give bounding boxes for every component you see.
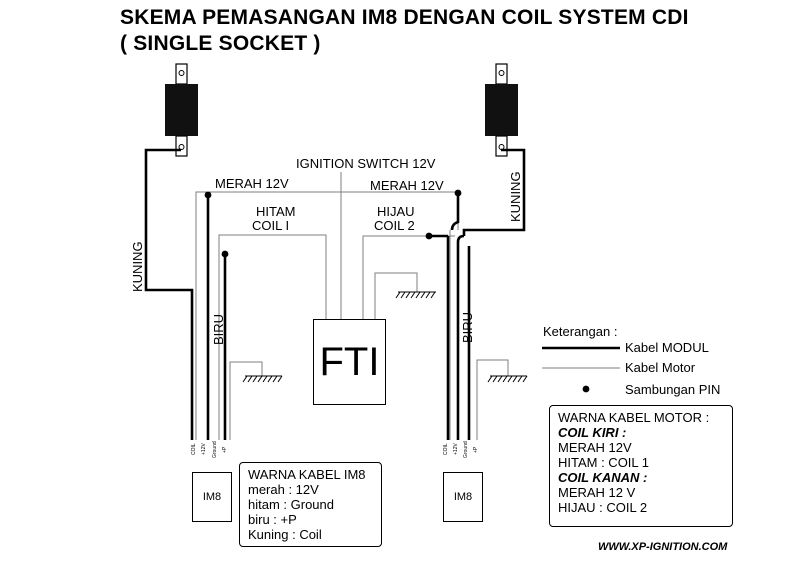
left-pin-coil: COIL xyxy=(191,443,197,455)
hitam-label: HITAM xyxy=(256,204,296,219)
im8-left: IM8 xyxy=(192,472,232,522)
biru-right-label: BIRU xyxy=(460,311,475,343)
page-title: SKEMA PEMASANGAN IM8 DENGAN COIL SYSTEM … xyxy=(120,6,689,29)
website-footer[interactable]: WWW.XP-IGNITION.COM xyxy=(598,541,728,553)
module-wires xyxy=(144,148,526,440)
biru-left-label: BIRU xyxy=(211,313,226,345)
coil-kiri-heading: COIL KIRI : xyxy=(558,425,627,440)
kuning-left-label: KUNING xyxy=(130,241,145,292)
coil-kiri-merah: MERAH 12V xyxy=(558,440,632,455)
kuning-right-label: KUNING xyxy=(508,171,523,222)
left-coil xyxy=(165,63,198,157)
im8-merah: merah : 12V xyxy=(248,482,319,497)
left-pin-p: +P xyxy=(222,446,228,453)
coil-kanan-merah: MERAH 12 V xyxy=(558,485,636,500)
right-pin-p: +P xyxy=(473,446,479,453)
im8-box-heading: WARNA KABEL IM8 xyxy=(248,467,366,482)
fti-box: FTI xyxy=(313,319,386,405)
im8-kuning: Kuning : Coil xyxy=(248,527,322,542)
legend-kabel-modul: Kabel MODUL xyxy=(625,340,709,355)
right-pin-12v: +12V xyxy=(453,443,459,455)
left-pin-ground: Ground xyxy=(212,441,218,458)
right-pin-coil: COIL xyxy=(443,443,449,455)
left-pin-12v: +12V xyxy=(201,443,207,455)
page-subtitle: ( SINGLE SOCKET ) xyxy=(120,32,321,55)
legend-kabel-motor: Kabel Motor xyxy=(625,360,696,375)
junction-dots xyxy=(204,189,590,393)
right-pin-ground: Ground xyxy=(463,441,469,458)
im8-hitam: hitam : Ground xyxy=(248,497,334,512)
hijau-label: HIJAU xyxy=(377,204,415,219)
ground-symbols xyxy=(242,291,528,383)
coil2-label: COIL 2 xyxy=(374,218,415,233)
right-coil xyxy=(485,63,518,157)
ignition-switch-label: IGNITION SWITCH 12V xyxy=(296,156,436,171)
legend-heading: Keterangan : xyxy=(543,324,618,339)
warna-kabel-motor-box: WARNA KABEL MOTOR : COIL KIRI : MERAH 12… xyxy=(549,405,733,527)
coil-kanan-hijau: HIJAU : COIL 2 xyxy=(558,500,648,515)
im8-biru: biru : +P xyxy=(248,512,297,527)
coil-kiri-hitam: HITAM : COIL 1 xyxy=(558,455,650,470)
coil1-label: COIL I xyxy=(252,218,290,233)
merah-right-label: MERAH 12V xyxy=(370,178,444,193)
im8-right: IM8 xyxy=(443,472,483,522)
warna-kabel-im8-box: WARNA KABEL IM8 merah : 12V hitam : Grou… xyxy=(239,462,382,547)
legend-sambungan-pin: Sambungan PIN xyxy=(625,382,721,397)
merah-left-label: MERAH 12V xyxy=(215,176,289,191)
coil-kanan-heading: COIL KANAN : xyxy=(558,470,648,485)
motor-box-heading: WARNA KABEL MOTOR : xyxy=(558,410,710,425)
